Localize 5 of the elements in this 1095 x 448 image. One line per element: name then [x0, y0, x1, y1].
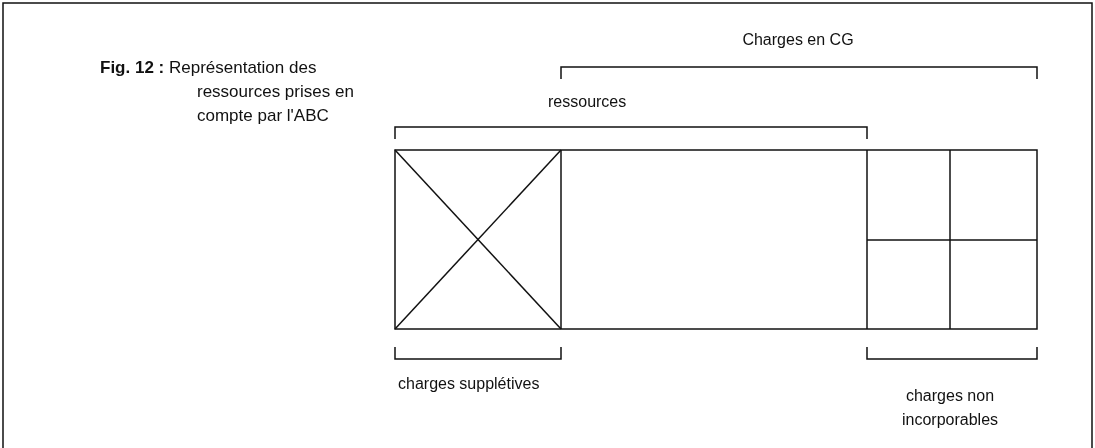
figure-title: Fig. 12 : Représentation des ressources prises en compte par l'ABC — [100, 57, 355, 127]
bracket-label: ressources — [548, 92, 628, 112]
bracket-label: Charges en CG — [741, 30, 855, 50]
bracket-label: charges non incorporables — [900, 386, 1000, 430]
bracket-label: charges supplétives — [398, 374, 541, 394]
